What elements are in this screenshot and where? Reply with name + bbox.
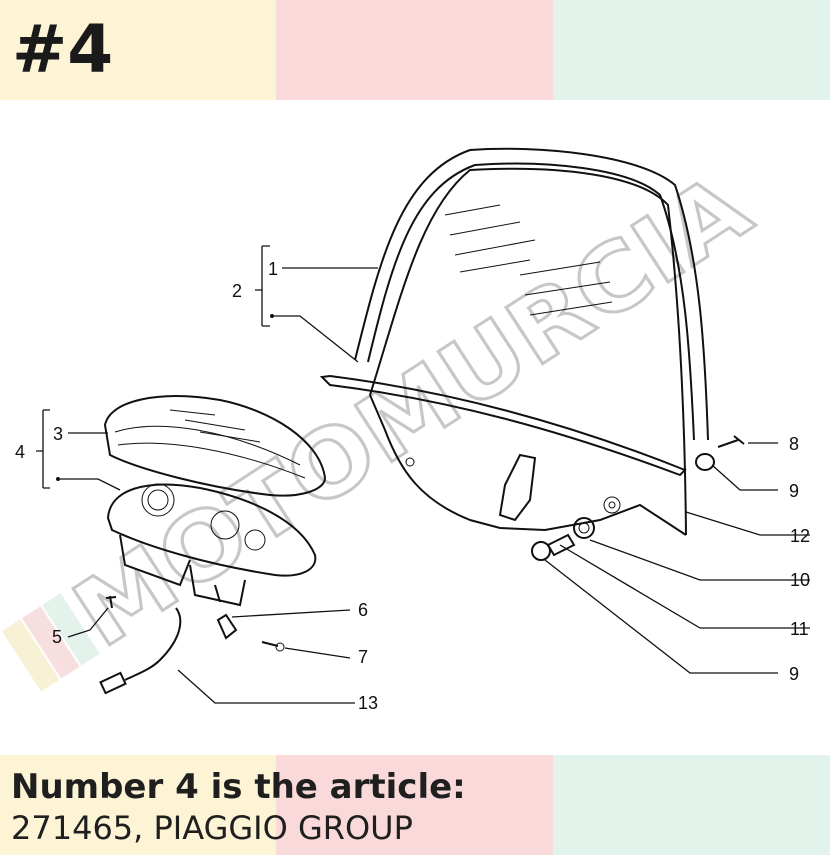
callout-5: 5 xyxy=(52,627,62,647)
callout-11: 11 xyxy=(790,619,809,639)
instrument-cover xyxy=(103,395,327,497)
hardware xyxy=(531,435,745,561)
band-green xyxy=(553,755,830,855)
windscreen xyxy=(319,147,709,536)
callout-2: 2 xyxy=(232,281,242,301)
top-color-band xyxy=(0,0,830,100)
callout-7: 7 xyxy=(358,647,368,667)
watermark: MOTOMURCIA xyxy=(1,152,770,692)
callout-4: 4 xyxy=(15,442,25,462)
parts-diagram: MOTOMURCIA xyxy=(1,147,810,713)
watermark-text: MOTOMURCIA xyxy=(56,154,768,669)
small-parts xyxy=(99,595,285,695)
callout-10: 10 xyxy=(790,570,810,590)
band-pink xyxy=(276,0,553,100)
callout-12: 12 xyxy=(790,526,810,546)
item-number-badge: #4 xyxy=(12,11,114,88)
band-green xyxy=(553,0,830,100)
band-yellow xyxy=(0,0,276,100)
caption-article: 271465, PIAGGIO GROUP xyxy=(11,809,413,847)
callout-1: 1 xyxy=(268,259,278,279)
callout-8: 8 xyxy=(789,434,799,454)
callout-labels: 1 2 3 4 5 6 7 8 9 9 10 11 12 13 xyxy=(15,259,810,713)
callout-6: 6 xyxy=(358,600,368,620)
callout-3: 3 xyxy=(53,424,63,444)
instrument-cluster xyxy=(106,483,317,607)
callout-9-lower: 9 xyxy=(789,664,799,684)
bottom-color-band xyxy=(0,755,830,855)
leader-lines xyxy=(36,245,810,704)
band-pink xyxy=(276,755,553,855)
band-yellow xyxy=(0,755,276,855)
callout-9-upper: 9 xyxy=(789,481,799,501)
callout-13: 13 xyxy=(358,693,378,713)
caption-title: Number 4 is the article: xyxy=(11,767,466,807)
